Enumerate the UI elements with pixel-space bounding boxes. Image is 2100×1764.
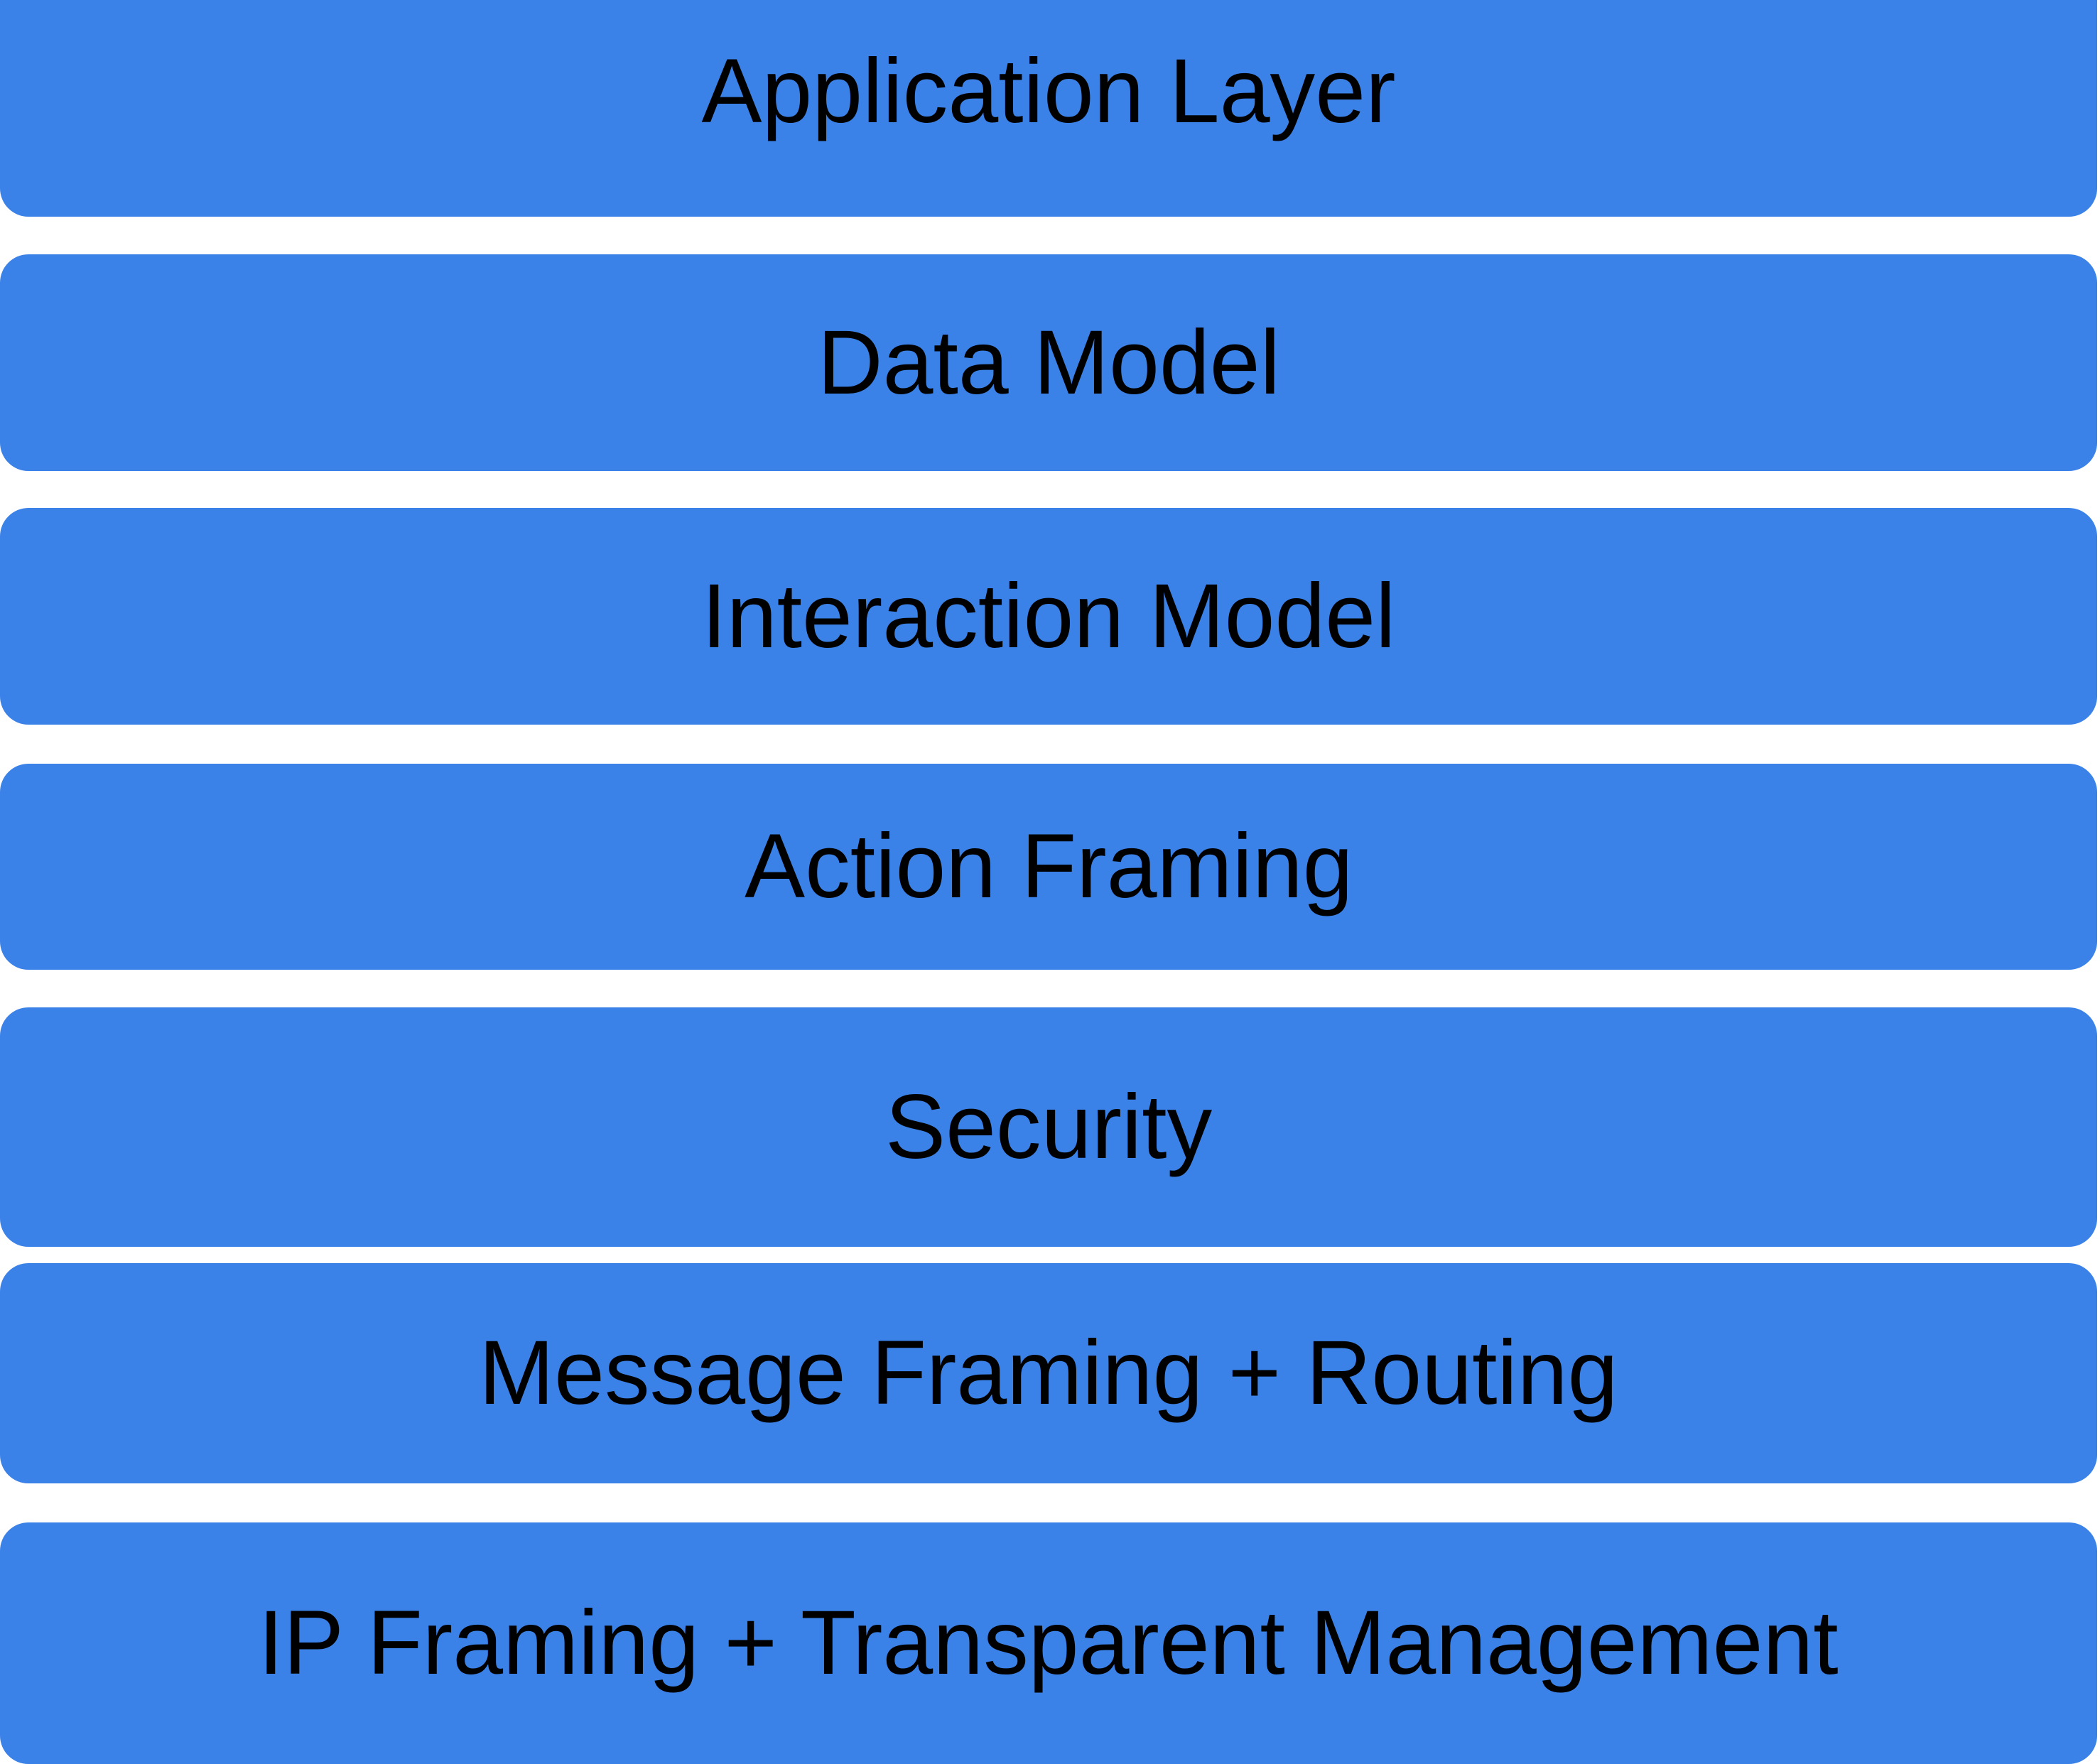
layer-label-application-layer: Application Layer xyxy=(701,40,1396,142)
layer-bar-data-model[interactable]: Data Model xyxy=(0,254,2097,471)
layer-bar-ip-framing-transparent-management[interactable]: IP Framing + Transparent Management xyxy=(0,1522,2097,1764)
layer-bar-message-framing-routing[interactable]: Message Framing + Routing xyxy=(0,1263,2097,1483)
layer-label-interaction-model: Interaction Model xyxy=(701,565,1396,667)
layer-label-action-framing: Action Framing xyxy=(744,816,1353,917)
layer-label-ip-framing-transparent-management: IP Framing + Transparent Management xyxy=(258,1592,1839,1694)
layer-bar-application-layer[interactable]: Application Layer xyxy=(0,0,2097,217)
layer-bar-interaction-model[interactable]: Interaction Model xyxy=(0,508,2097,725)
layer-bar-security[interactable]: Security xyxy=(0,1007,2097,1247)
layer-bar-action-framing[interactable]: Action Framing xyxy=(0,764,2097,970)
layer-label-data-model: Data Model xyxy=(817,311,1280,413)
layer-label-message-framing-routing: Message Framing + Routing xyxy=(479,1322,1618,1424)
layer-label-security: Security xyxy=(884,1076,1213,1178)
